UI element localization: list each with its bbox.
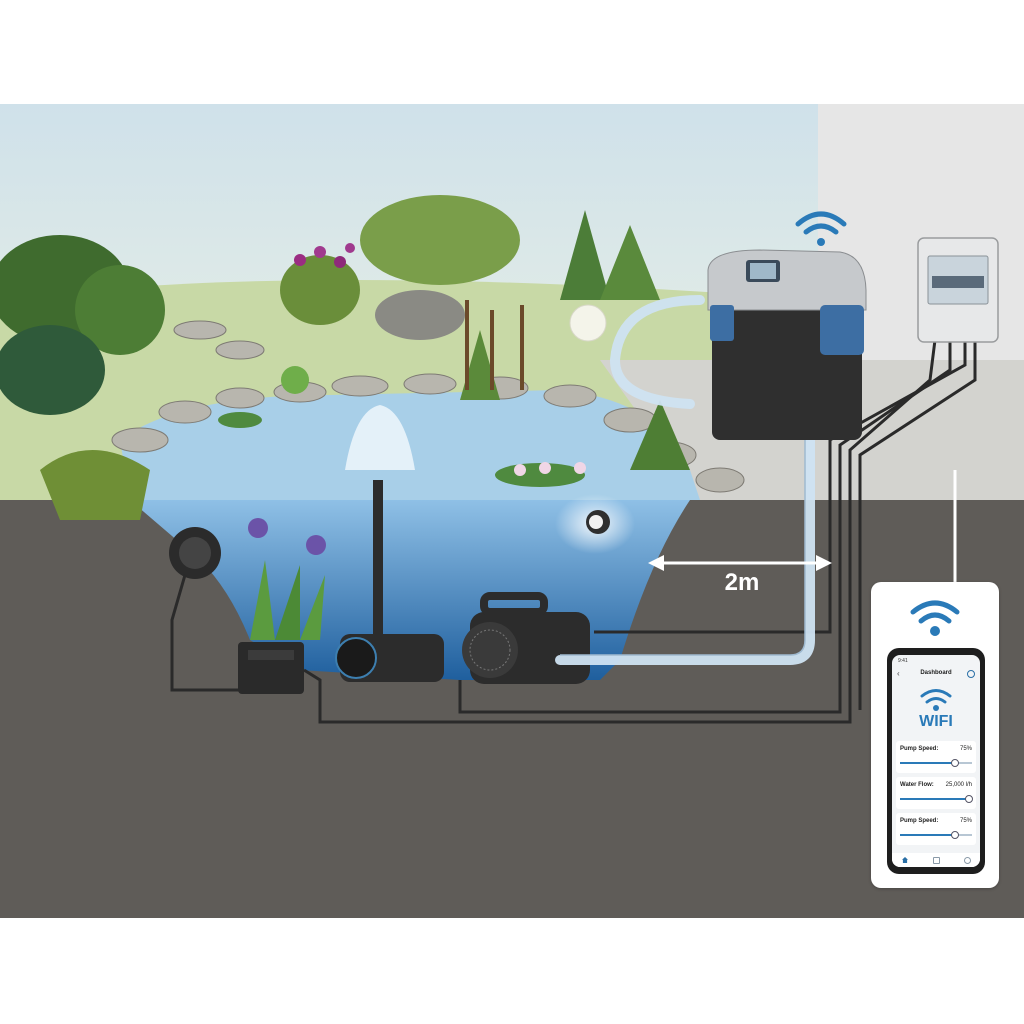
slider-fill <box>900 762 954 764</box>
slider-knob[interactable] <box>965 795 974 803</box>
tab-bar <box>892 853 980 867</box>
distance-arrow <box>648 555 832 571</box>
fountain-pump <box>335 634 444 682</box>
smartphone: 9:41 ‹ Dashboard WIFI Pump Speed: 75% <box>887 648 985 874</box>
app-screen: 9:41 ‹ Dashboard WIFI Pump Speed: 75% <box>892 655 980 867</box>
tab-icon[interactable] <box>964 857 971 864</box>
wifi-label: WIFI <box>919 713 953 730</box>
slider-knob[interactable] <box>951 831 959 839</box>
slider-track[interactable] <box>900 759 972 767</box>
row-label: Pump Speed: <box>900 746 939 752</box>
app-callout-card: 9:41 ‹ Dashboard WIFI Pump Speed: 75% <box>871 582 999 888</box>
row-value: 75% <box>959 818 972 824</box>
underwater-iris <box>248 518 326 640</box>
slider-fill <box>900 798 969 800</box>
slider-track[interactable] <box>900 795 974 803</box>
distance-label: 2m <box>725 569 760 596</box>
row-value: 75% <box>959 746 972 752</box>
pump-speed-card: Pump Speed: 75% <box>896 813 976 845</box>
filter-pump <box>462 592 590 684</box>
row-value: 25,000 l/h <box>945 782 972 788</box>
electrical-panel <box>917 237 999 343</box>
chevron-left-icon[interactable]: ‹ <box>897 669 900 678</box>
fountain <box>345 405 415 640</box>
slider-track[interactable] <box>900 831 972 839</box>
slider-knob[interactable] <box>951 759 959 767</box>
wifi-icon <box>920 689 952 711</box>
app-header: ‹ Dashboard <box>892 669 980 683</box>
garden-plants <box>0 195 690 520</box>
power-cables <box>170 339 977 724</box>
slider-fill <box>900 834 954 836</box>
pond-filter-unit <box>707 249 867 440</box>
spotlight-right <box>555 494 635 554</box>
header-title: Dashboard <box>920 670 952 676</box>
status-time: 9:41 <box>898 658 908 664</box>
wifi-icon <box>910 600 960 636</box>
hose-outline <box>560 360 806 656</box>
transformer-box <box>238 642 304 694</box>
home-icon[interactable] <box>902 857 908 863</box>
wifi-icon <box>795 211 847 246</box>
underwater-light-left <box>169 527 221 579</box>
row-label: Pump Speed: <box>900 818 939 824</box>
tab-icon[interactable] <box>933 857 940 864</box>
pump-speed-card: Pump Speed: 75% <box>896 741 976 773</box>
row-label: Water Flow: <box>900 782 934 788</box>
water-flow-card: Water Flow: 25,000 l/h <box>896 777 976 809</box>
gear-icon[interactable] <box>967 670 975 678</box>
